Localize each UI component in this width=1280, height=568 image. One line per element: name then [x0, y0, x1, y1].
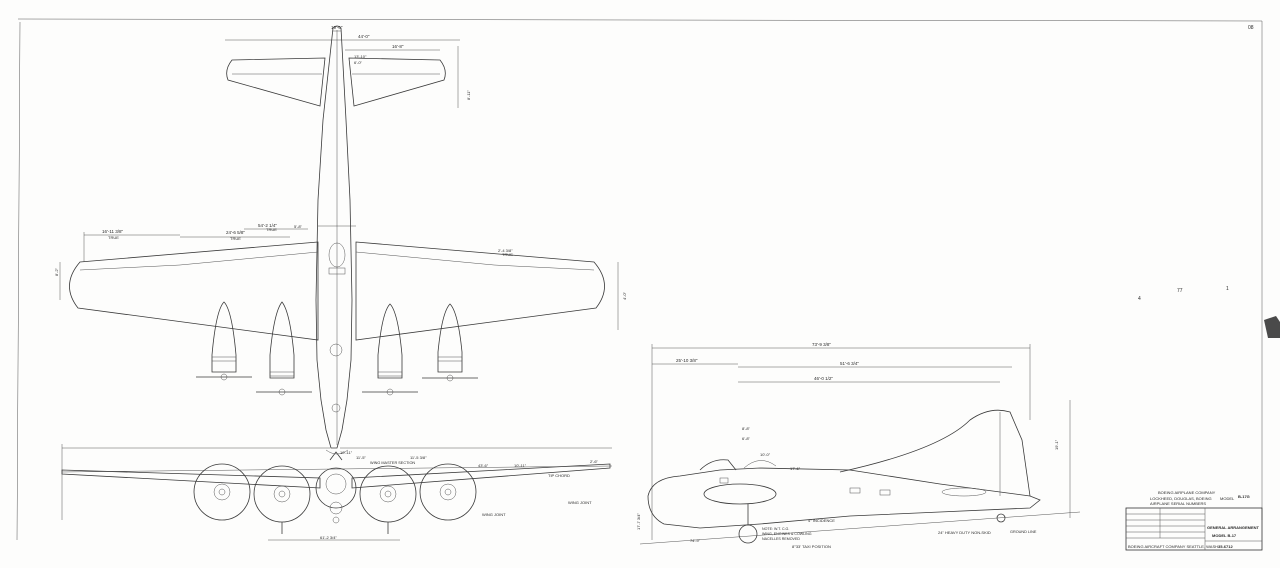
side-fuselage	[647, 467, 1041, 529]
tb-subtitle: MODEL B-17	[1212, 533, 1237, 538]
dim-plan-6: 16'-11 3/8"	[102, 229, 124, 234]
dim-plan-9: 5'-8"	[294, 224, 303, 229]
plan-engine-4	[422, 303, 478, 382]
true-label-3: TRUE	[266, 227, 277, 232]
dim-plan-12: 2'-4 3/8"	[498, 248, 513, 253]
tb-model-code: B-17G	[1238, 494, 1250, 499]
dim-plan-5: 6'-0"	[354, 60, 363, 65]
side-vertical-tail	[839, 409, 1031, 497]
dim-plan-13: 4'-0"	[622, 291, 627, 300]
dim-side-4: 46'-0 1/2"	[814, 376, 833, 381]
plan-horizontal-stabilizer	[226, 57, 446, 107]
dim-plan-10: 8'-2"	[54, 267, 59, 276]
front-engine-4	[419, 463, 477, 521]
label-wing-master-section: WING MASTER SECTION	[370, 461, 415, 465]
plan-view: 19'-6" 44'-0" 16'-8" 13'-10" 6'-0" 8'-11…	[54, 25, 627, 455]
dim-plan-7: 24'-6 5/8"	[226, 230, 245, 235]
dim-front-2: 11'-5"	[356, 455, 366, 460]
tb-line-3: AIRPLANE SERIAL NUMBERS	[1150, 501, 1206, 506]
front-engine-2	[253, 465, 311, 523]
dim-side-7: 10'-0"	[760, 452, 771, 457]
dim-front-3: 11'-5 3/8"	[410, 455, 427, 460]
note-2: WING, ENGINES & COWLING	[762, 532, 812, 536]
dim-plan-1: 19'-6"	[331, 25, 343, 30]
tb-drawing-number: 35-6712	[1218, 544, 1233, 549]
dim-side-2: 25'-10 3/8"	[676, 358, 698, 363]
sheet-border: 08	[16, 18, 1263, 541]
dim-side-11: 74'-9"	[690, 538, 701, 543]
label-heavy-duty: 24" HEAVY DUTY NON-SKID	[938, 530, 991, 535]
dim-side-8: 19'-1"	[1054, 439, 1059, 450]
dim-front-5: 10'-11"	[514, 463, 527, 468]
front-wing	[61, 463, 611, 489]
dim-plan-8: 54'-2 1/4"	[258, 223, 277, 228]
note-3: NACELLES REMOVED	[762, 537, 800, 541]
tb-line-2: LOCKHEED, DOUGLAS, BOEING	[1150, 496, 1212, 501]
label-tip-chord: TIP CHORD	[548, 473, 570, 478]
tb-company: BOEING AIRCRAFT COMPANY SEATTLE, WASH.	[1128, 544, 1219, 549]
front-view: 10'-11" 11'-5" 11'-5 3/8" 43'-6" 10'-11"…	[61, 444, 613, 541]
sheet-number: 08	[1248, 25, 1254, 31]
dim-side-6: 6'-8"	[742, 436, 751, 441]
dim-plan-4: 13'-10"	[354, 54, 367, 59]
front-engine-3	[359, 465, 417, 523]
dim-side-5: 8'-8"	[742, 426, 751, 431]
true-label-1: TRUE	[108, 235, 119, 240]
dim-side-1: 73'-9 3/8"	[812, 342, 831, 347]
label-ground-line: GROUND LINE	[1010, 530, 1037, 534]
dim-front-6: 2'-6"	[590, 459, 599, 464]
plan-engine-2	[256, 301, 312, 396]
mark-1: 77	[1177, 288, 1183, 294]
plan-dimensions: 19'-6" 44'-0" 16'-8" 13'-10" 6'-0" 8'-11…	[54, 25, 627, 330]
true-label-2: TRUE	[230, 236, 241, 241]
side-view: 73'-9 3/8" 25'-10 3/8" 51'-6 3/4" 46'-0 …	[636, 342, 1081, 549]
dim-front-4: 43'-6"	[478, 463, 489, 468]
tb-title: GENERAL ARRANGEMENT	[1207, 525, 1260, 530]
front-engine-1	[193, 463, 251, 521]
tb-model-word: MODEL	[1220, 496, 1235, 501]
dim-plan-2: 44'-0"	[358, 34, 370, 39]
dim-plan-3: 16'-8"	[392, 44, 404, 49]
true-label-4: TRUE	[502, 252, 513, 257]
mark-2: 1	[1226, 286, 1229, 292]
label-incidence: 4° INCIDENCE	[808, 518, 835, 523]
plan-fuselage	[315, 25, 353, 449]
dim-front-1: 10'-11"	[340, 450, 353, 455]
plan-wing	[69, 241, 605, 341]
title-block: BOEING AIRPLANE COMPANY LOCKHEED, DOUGLA…	[1125, 490, 1263, 551]
label-wing-joint-a: WING JOINT	[568, 500, 592, 505]
dim-front-7: 61'-2 3/4"	[320, 535, 337, 540]
label-wing-joint-b: WING JOINT	[482, 512, 506, 517]
dim-side-3: 51'-6 3/4"	[840, 361, 859, 366]
dim-plan-11: 8'-11"	[466, 90, 471, 100]
dim-side-10: 17'-7 3/4"	[636, 513, 641, 530]
torn-corner	[1264, 316, 1280, 338]
front-fuselage	[315, 467, 357, 509]
tb-line-1: BOEING AIRPLANE COMPANY	[1158, 490, 1216, 495]
note-1: NOTE: W.T. C.G.	[762, 527, 789, 531]
label-taxi: 8°33' TAXI POSITION	[792, 544, 831, 549]
mark-3: 4	[1138, 296, 1141, 302]
plan-engine-1	[196, 301, 252, 381]
plan-engine-3	[362, 303, 418, 396]
